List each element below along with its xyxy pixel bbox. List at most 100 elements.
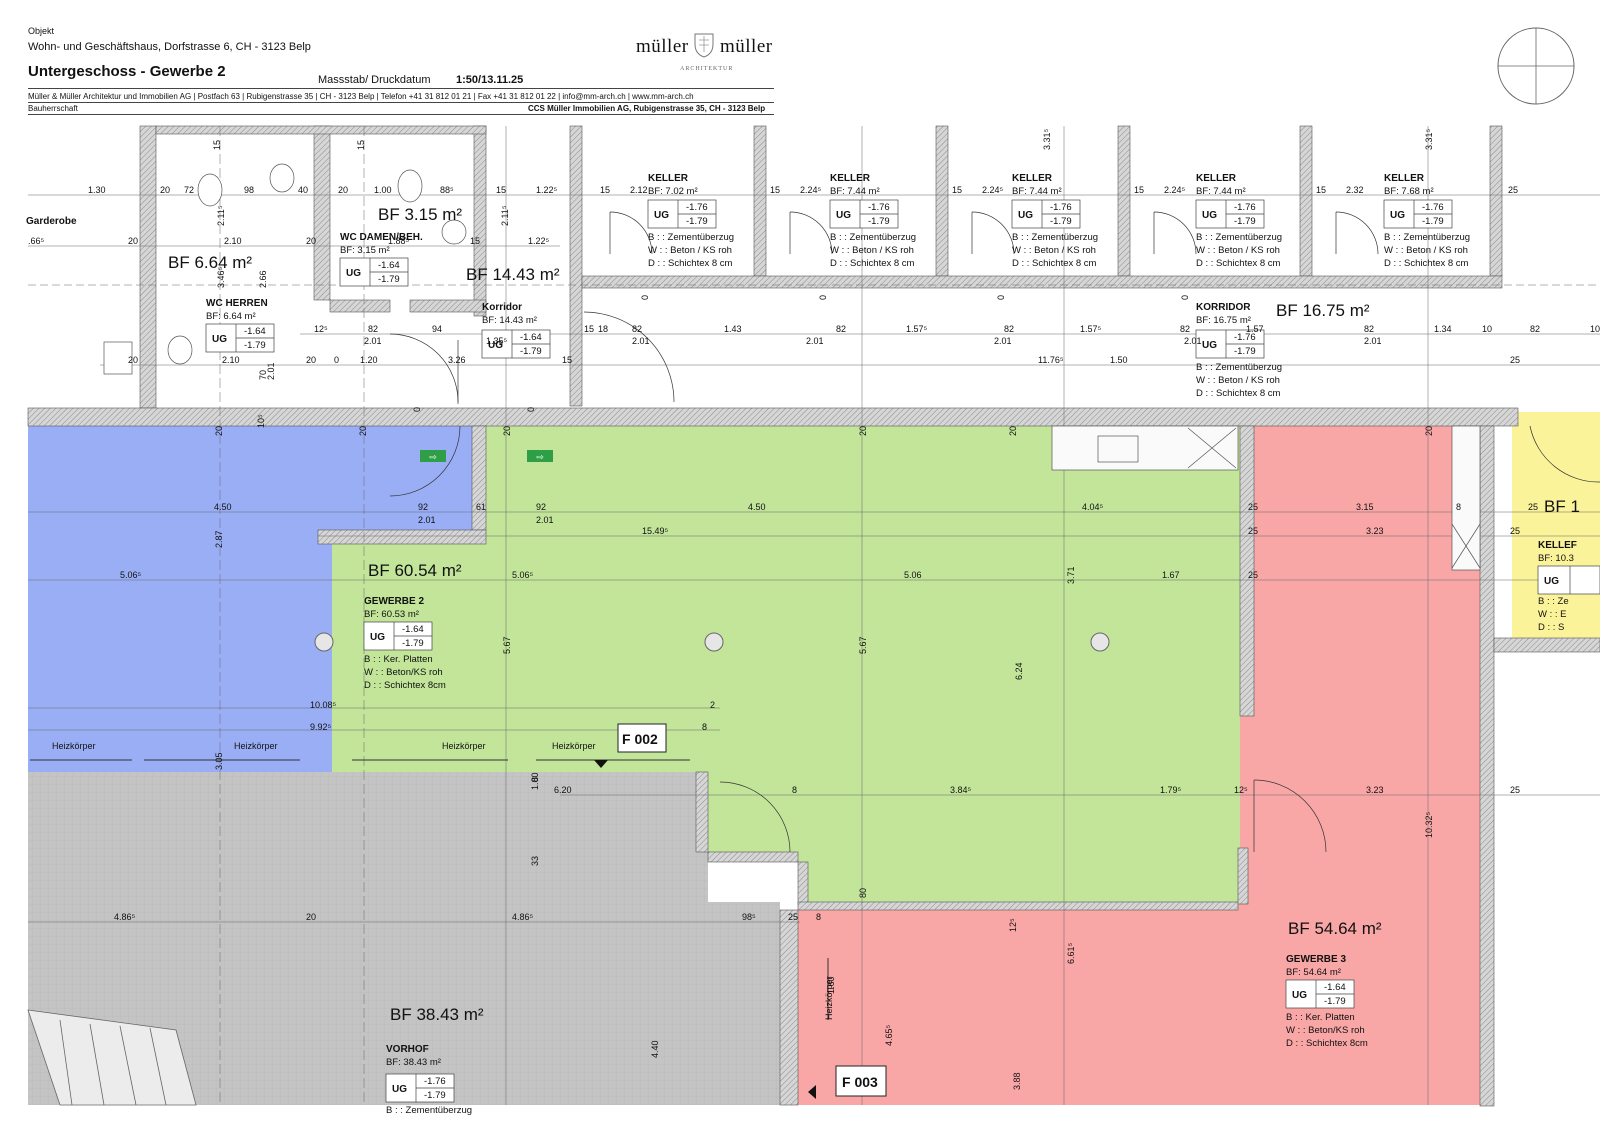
dimension-label-vertical: 6.24	[1014, 662, 1024, 680]
dimension-label: 25	[1510, 526, 1520, 536]
level-label: UG	[212, 334, 227, 345]
wc-herren-name: WC HERREN	[206, 298, 268, 309]
wall	[581, 275, 1503, 289]
dimension-label: 8	[792, 785, 797, 795]
dimension-label: 3.23	[1366, 785, 1384, 795]
dimension-label: 4.50	[214, 502, 232, 512]
dimension-label: 25	[1508, 185, 1518, 195]
dimension-label-vertical: 8	[530, 777, 540, 782]
dimension-label: 1.57	[1246, 324, 1264, 334]
level-label: UG	[1390, 210, 1405, 221]
svg-text:⇨: ⇨	[429, 453, 437, 463]
dimension-label: 25	[1248, 570, 1258, 580]
dimension-label: 15	[584, 324, 594, 334]
gewerbe3-bf: BF: 54.64 m²	[1286, 967, 1341, 978]
wc-herren-area: BF 6.64 m²	[168, 253, 252, 272]
level-label: UG	[392, 1084, 407, 1095]
dimension-label: 1.79⁵	[1160, 785, 1182, 795]
dimension-label: 2.24⁵	[982, 185, 1004, 195]
wall	[695, 771, 709, 853]
wall	[1299, 125, 1313, 277]
keller-wall: W : : Beton / KS roh	[1012, 245, 1096, 256]
svg-text:⇨: ⇨	[536, 453, 544, 463]
vorhof-name: VORHOF	[386, 1044, 429, 1055]
dimension-label: 2.10	[224, 236, 242, 246]
dimension-label-vertical: 80	[858, 888, 868, 898]
dimension-label: 20	[306, 236, 316, 246]
wall	[1237, 847, 1249, 905]
north-arrow-icon	[1496, 26, 1576, 106]
korridor-right-area: BF 16.75 m²	[1276, 301, 1370, 320]
dimension-label-vertical: 3.05	[214, 752, 224, 770]
wall	[707, 851, 799, 863]
dimension-label: 8	[816, 912, 821, 922]
dimension-label: 5.06⁵	[120, 570, 142, 580]
keller-wall: W : : Beton / KS roh	[1196, 245, 1280, 256]
height-value: -1.76	[1422, 202, 1444, 213]
dimension-label: 4.04⁵	[1082, 502, 1104, 512]
dimension-label: 1.57⁵	[1080, 324, 1102, 334]
keller-labels: KELLER BF: 7.02 m² UG -1.76 -1.79 B : : …	[648, 173, 1470, 269]
wall	[317, 529, 487, 545]
dimension-label: 5.06⁵	[512, 570, 534, 580]
dimension-label: 25	[1528, 502, 1538, 512]
dimension-label-vertical: 10.32⁵	[1424, 811, 1434, 838]
keller-bf: BF: 7.44 m²	[1012, 186, 1062, 197]
marker-arrow-icon	[594, 760, 608, 768]
dimension-label: 1.22⁵	[528, 236, 550, 246]
wall-main	[27, 407, 1519, 427]
gewerbe2-floor: B : : Ker. Platten	[364, 654, 433, 665]
dimension-label: 98	[244, 185, 254, 195]
dimension-label: 10	[1482, 324, 1492, 334]
keller-bf: BF: 7.44 m²	[1196, 186, 1246, 197]
dimension-label: 15	[470, 236, 480, 246]
dimension-label: 6.20	[554, 785, 572, 795]
keller-name: KELLER	[648, 173, 689, 184]
keller-wall: W : : Beton / KS roh	[830, 245, 914, 256]
dimension-label: 1.30	[88, 185, 106, 195]
wall	[797, 901, 1239, 911]
dimension-label: 3.26	[448, 355, 466, 365]
korridor-right-wall: W : : Beton / KS roh	[1196, 375, 1280, 386]
keller-name: KELLER	[1012, 173, 1053, 184]
dimension-label-vertical: 0	[640, 295, 650, 300]
dimension-label-vertical: 15	[212, 140, 222, 150]
dimension-label: 15	[600, 185, 610, 195]
gewerbe3-wall: W : : Beton/KS roh	[1286, 1025, 1365, 1036]
level-label: UG	[1292, 990, 1307, 1001]
header-rule	[28, 88, 774, 89]
keller-wall: W : : Beton / KS roh	[1384, 245, 1468, 256]
wall	[471, 425, 487, 531]
gewerbe3-ceiling: D : : Schichtex 8cm	[1286, 1038, 1368, 1049]
keller-bf: BF: 7.02 m²	[648, 186, 698, 197]
yellow-bf: BF: 10.3	[1538, 553, 1574, 564]
scale-label: Massstab/ Druckdatum	[318, 74, 431, 86]
wall	[409, 299, 487, 313]
height-value: -1.79	[1234, 346, 1256, 357]
zone-yellow	[1512, 412, 1600, 638]
dimension-label: 2.24⁵	[800, 185, 822, 195]
level-label: UG	[346, 268, 361, 279]
dimension-label: 10.08⁵	[310, 700, 337, 710]
dimension-label: 0	[334, 355, 339, 365]
heater-label: Heizkörper	[234, 741, 278, 751]
wall	[779, 909, 799, 1106]
keller-wall: W : : Beton / KS roh	[648, 245, 732, 256]
dimension-label: 82	[1004, 324, 1014, 334]
dimension-label: .66⁵	[28, 236, 45, 246]
dimension-label: 61	[476, 502, 486, 512]
keller-ceiling: D : : Schichtex 8 cm	[1012, 258, 1097, 269]
sanitary-fixtures	[103, 163, 467, 375]
height-value: -1.64	[1324, 982, 1346, 993]
height-value: -1.79	[686, 216, 708, 227]
korridor-right-bf: BF: 16.75 m²	[1196, 315, 1251, 326]
dimension-label: 2.24⁵	[1164, 185, 1186, 195]
dimension-label-vertical: 3.71	[1066, 566, 1076, 584]
dimension-label: 15	[1316, 185, 1326, 195]
height-value: -1.79	[1234, 216, 1256, 227]
gewerbe3-name: GEWERBE 3	[1286, 954, 1346, 965]
zone-gewerbe-2	[332, 426, 1240, 902]
korridor-right-ceiling: D : : Schichtex 8 cm	[1196, 388, 1281, 399]
project-address: Wohn- und Geschäftshaus, Dorfstrasse 6, …	[28, 41, 311, 53]
dimension-label: 20	[338, 185, 348, 195]
